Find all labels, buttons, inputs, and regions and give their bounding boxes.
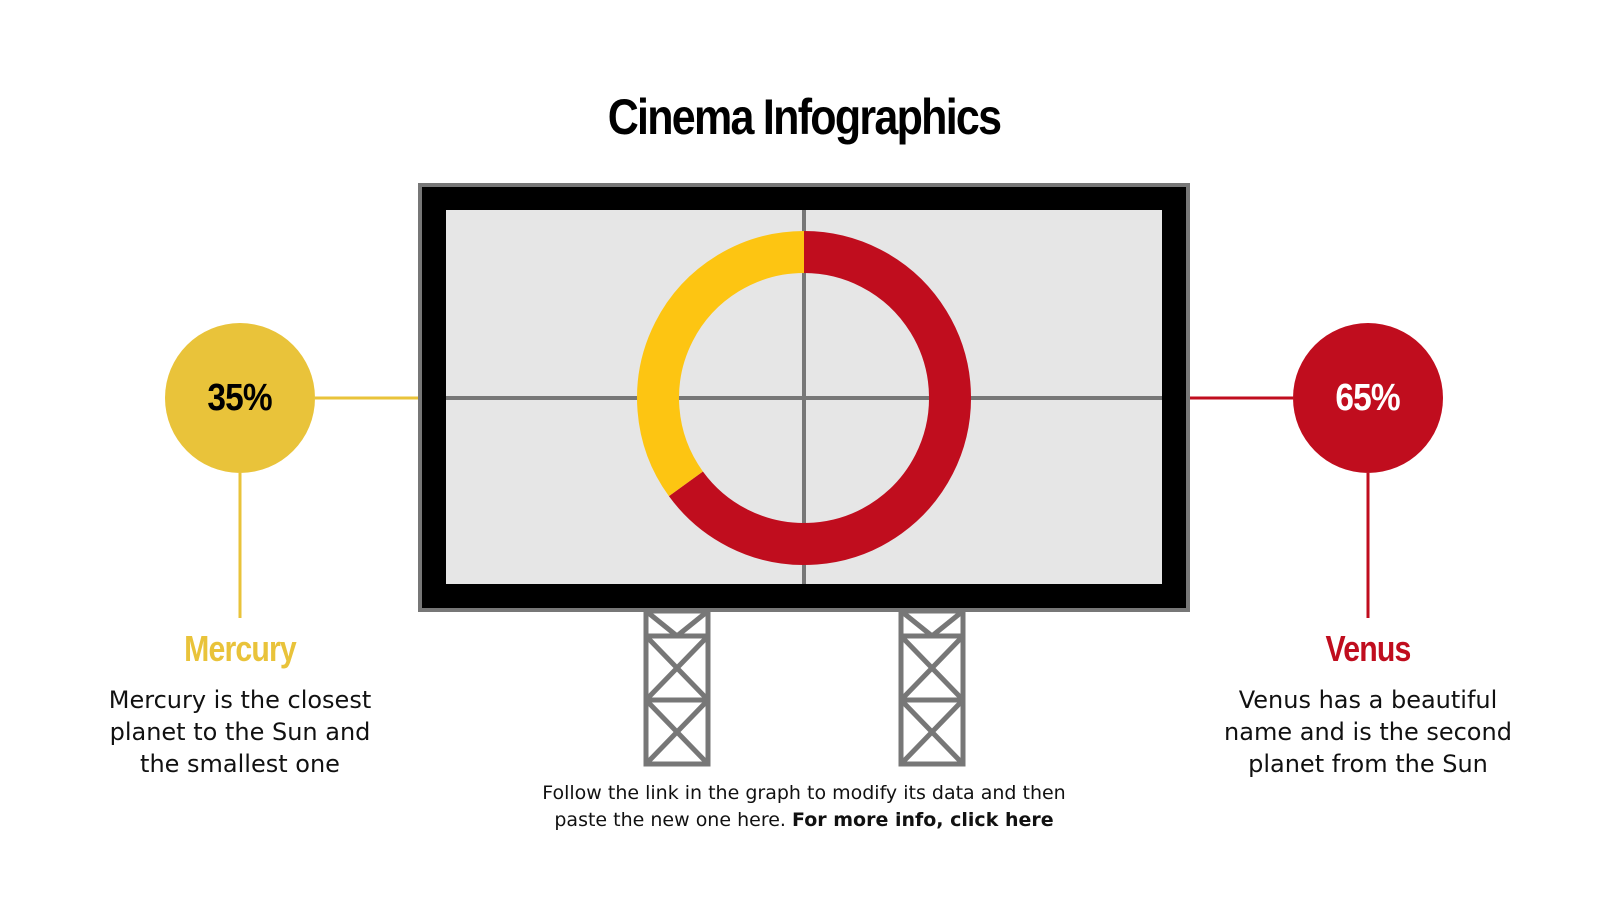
donut-chart	[637, 231, 972, 565]
footer-line-2-text: paste the new one here.	[554, 809, 792, 831]
footer-line-1: Follow the link in the graph to modify i…	[542, 782, 1066, 804]
venus-title: Venus	[1325, 628, 1412, 669]
mercury-percentage: 35%	[207, 376, 273, 419]
left-truss-icon	[643, 608, 711, 767]
donut-segment-venus[interactable]	[668, 231, 972, 565]
mercury-description-line: Mercury is the closest	[108, 686, 372, 714]
mercury-percentage-badge: 35%	[165, 323, 315, 473]
mercury-description: Mercury is the closest planet to the Sun…	[80, 684, 400, 780]
venus-description-line: name and is the second	[1224, 718, 1512, 746]
mercury-title: Mercury	[184, 628, 297, 669]
venus-description-line: planet from the Sun	[1248, 750, 1488, 778]
venus-percentage-badge: 65%	[1293, 323, 1443, 473]
donut-segment-mercury[interactable]	[637, 231, 805, 497]
more-info-link[interactable]: For more info, click here	[791, 809, 1054, 831]
venus-description-line: Venus has a beautiful	[1238, 686, 1498, 714]
mercury-description-line: planet to the Sun and	[109, 718, 371, 746]
footer-note: Follow the link in the graph to modify i…	[504, 780, 1104, 834]
right-truss-icon	[898, 608, 966, 767]
footer-line-2: paste the new one here. For more info, c…	[504, 807, 1104, 834]
page-title: Cinema Infographics	[607, 89, 1002, 145]
venus-percentage: 65%	[1335, 376, 1401, 419]
venus-description: Venus has a beautiful name and is the se…	[1208, 684, 1528, 780]
mercury-description-line: the smallest one	[140, 750, 340, 778]
